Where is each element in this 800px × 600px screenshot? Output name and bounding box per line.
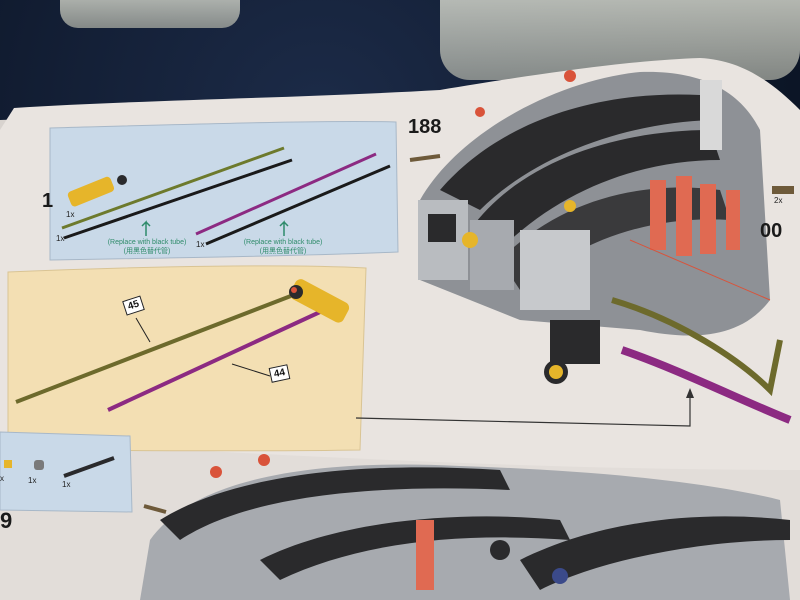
quantity-label: x [0, 474, 4, 483]
step-number-bottom: 9 [0, 508, 13, 533]
yellow-cylinder-large [289, 279, 350, 323]
caption-english: (Replace with black tube) [243, 239, 323, 246]
quantity-label: 1x [196, 240, 205, 249]
quantity-label: 1x [66, 210, 75, 219]
quantity-label: 1x [62, 480, 71, 489]
step-number-right: 00 [760, 220, 783, 242]
caption-english: (Replace with black tube) [107, 239, 187, 246]
magenta-tube [195, 152, 377, 236]
caption-chinese: (用黑色替代管) [259, 248, 307, 255]
magenta-tube-assembly [107, 310, 321, 412]
black-tube-left [63, 158, 293, 240]
parts-panel-bottom [0, 431, 133, 513]
lego-assembly-lower [140, 454, 790, 600]
caption-chinese: (用黑色替代管) [123, 248, 171, 255]
quantity-label: 1x [28, 476, 37, 485]
parts-panel-blue [49, 120, 399, 261]
quantity-label: 2x [774, 196, 783, 205]
step-number-main: 188 [408, 116, 442, 138]
green-arrow-right [279, 220, 289, 236]
step-number-left: 1 [42, 190, 54, 212]
replace-caption-left: (Replace with black tube) (用黑色替代管) [92, 238, 202, 256]
green-arrow-left [141, 220, 151, 236]
magenta-tube-attached [620, 346, 792, 424]
callout-line [355, 390, 691, 427]
lego-assembly-main [409, 70, 770, 384]
olive-tube [61, 146, 285, 230]
olive-tube-attached [611, 297, 783, 397]
quantity-label: 1x [56, 234, 65, 243]
yellow-cylinder-small [67, 176, 115, 207]
olive-tube-assembly [15, 292, 297, 404]
black-tube-right [205, 164, 391, 246]
replace-caption-right: (Replace with black tube) (用黑色替代管) [228, 238, 338, 256]
storage-tray-left [60, 0, 240, 28]
